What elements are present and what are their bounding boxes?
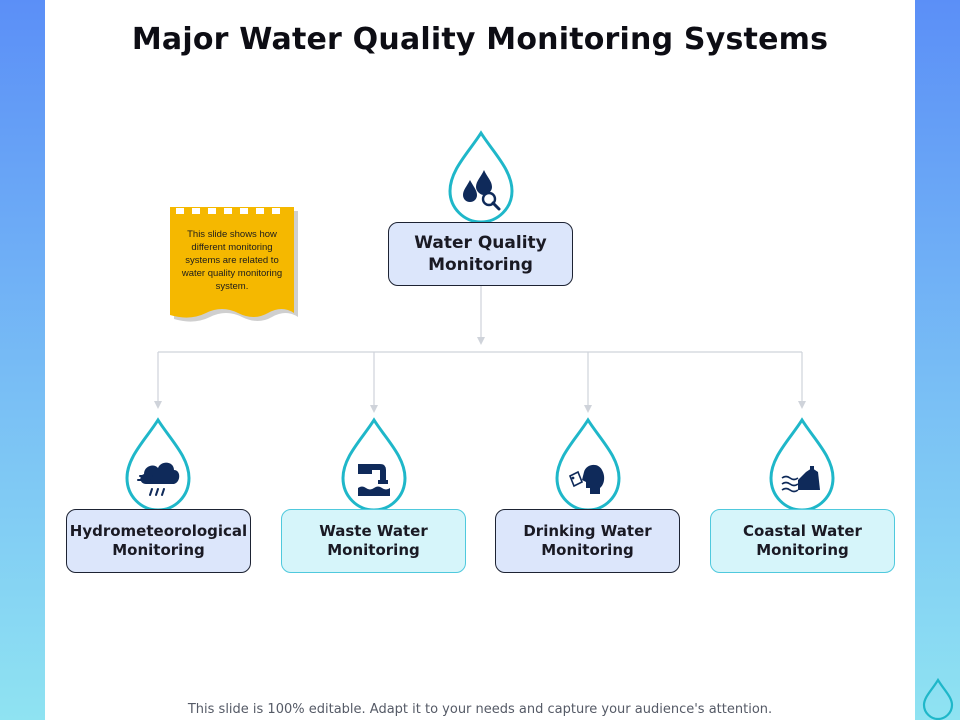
child-node-label: Hydrometeorological Monitoring — [69, 521, 248, 560]
sticky-note — [170, 207, 298, 322]
child-node-coastal-water: Coastal Water Monitoring — [710, 509, 895, 573]
child-node-label: Coastal Water Monitoring — [743, 521, 862, 560]
child-node-waste-water: Waste Water Monitoring — [281, 509, 466, 573]
root-node-water-quality: Water Quality Monitoring — [388, 222, 573, 286]
page-title: Major Water Quality Monitoring Systems — [131, 22, 829, 57]
child-node-drinking-water: Drinking Water Monitoring — [495, 509, 680, 573]
child-node-label: Waste Water Monitoring — [319, 521, 428, 560]
slide-canvas — [45, 0, 915, 720]
root-node-label: Water Quality Monitoring — [414, 232, 547, 275]
footer-note: This slide is 100% editable. Adapt it to… — [187, 702, 773, 717]
child-node-label: Drinking Water Monitoring — [523, 521, 652, 560]
sticky-note-text: This slide shows how different monitorin… — [181, 229, 283, 293]
child-node-hydrometeorological: Hydrometeorological Monitoring — [66, 509, 251, 573]
